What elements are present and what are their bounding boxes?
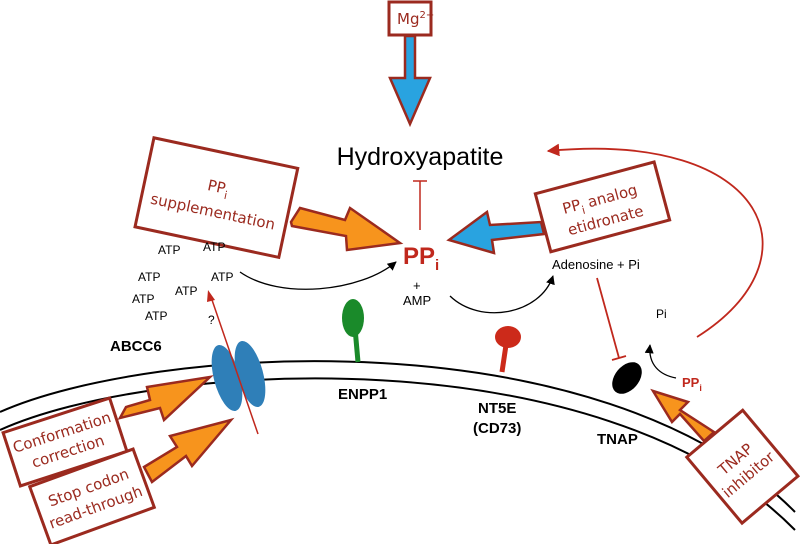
abcc6-line-arrowhead (207, 290, 215, 302)
ppi-to-pi-arrow (644, 344, 677, 379)
stop-codon-orange-arrow (142, 417, 235, 484)
nt5e-label: NT5E (478, 400, 516, 417)
tnap-feedback-red-curve (546, 143, 764, 338)
abcc6-label: ABCC6 (110, 338, 162, 355)
mg-blue-arrow (388, 34, 432, 128)
ppi-main-label: PPi (403, 243, 439, 274)
abcc6-crossed-line (210, 296, 259, 435)
atp-label: ATP (132, 292, 154, 306)
hydroxyapatite-label: Hydroxyapatite (337, 143, 504, 171)
plus-sign: + (413, 278, 421, 293)
atp-label: ATP (211, 270, 233, 284)
atp-label: ATP (203, 240, 225, 254)
tnap-label: TNAP (597, 431, 638, 448)
tnap-inhibitor-box (684, 408, 800, 526)
atp-label: ATP (138, 270, 160, 284)
nt5e-protein (495, 326, 521, 348)
atp-label: ATP (175, 284, 197, 298)
nt5e-stalk (499, 344, 509, 373)
adenosine-pi-label: Adenosine + Pi (552, 257, 640, 272)
ppi-supplementation-box (133, 136, 300, 260)
pi-label: Pi (656, 307, 667, 321)
question-mark: ? (208, 313, 215, 327)
mg-label: Mg2+ (397, 10, 434, 28)
tnap-inhibitor-orange-arrow (650, 388, 717, 443)
ppi-small-label: PPi (682, 375, 702, 393)
ppi-analog-box (533, 160, 672, 254)
abcc6-transporter-left (211, 344, 243, 412)
ppi-analog-blue-arrow (446, 209, 546, 255)
atp-label: ATP (145, 309, 167, 323)
cd73-label: (CD73) (473, 420, 521, 437)
amp-to-adenosine-arrow (449, 275, 555, 314)
conformation-correction-box (1, 396, 129, 488)
atp-label: ATP (158, 243, 180, 257)
membrane-outer-line (0, 360, 796, 513)
enpp1-label: ENPP1 (338, 386, 387, 403)
tnap-enzyme (612, 362, 642, 394)
conformation-orange-arrow (117, 375, 214, 423)
stop-codon-box (27, 447, 157, 544)
atp-to-ppi-arrow (239, 261, 397, 290)
amp-label: AMP (403, 293, 431, 308)
ppi-supplementation-line1: PPi (205, 176, 230, 202)
adenosine-inhibits-tnap-line (596, 277, 620, 359)
adenosine-inhibition-bar (611, 355, 627, 361)
enpp1-protein (342, 299, 364, 337)
ppi-supplementation-orange-arrow (289, 206, 404, 252)
